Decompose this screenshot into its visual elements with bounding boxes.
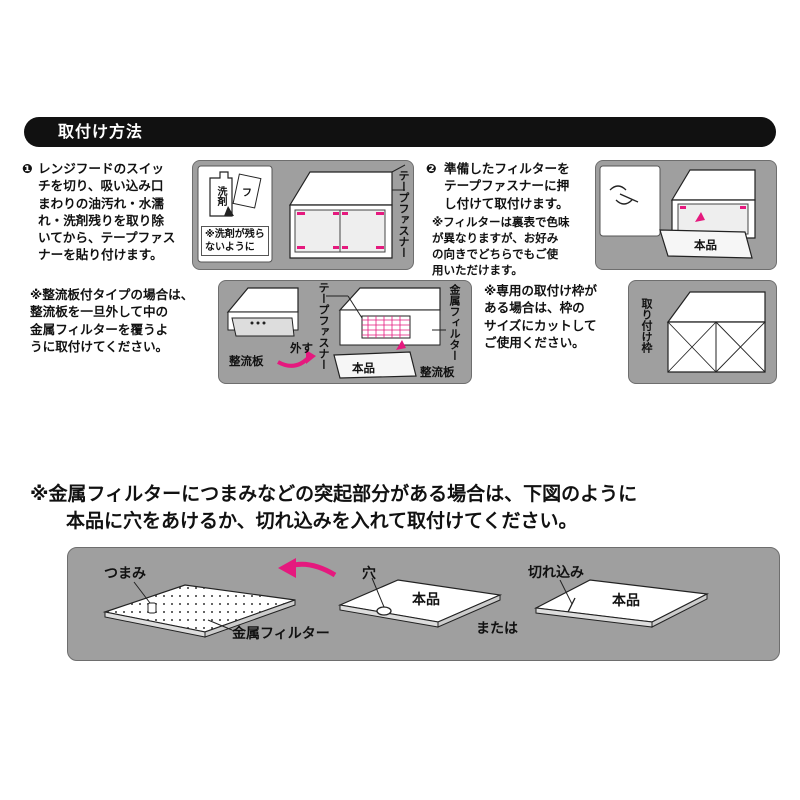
bottom-product-label-2: 本品 (612, 593, 640, 609)
or-label: または (476, 621, 518, 637)
cut-label: 切れ込み (528, 565, 584, 581)
step1-bottle-label: 洗剤 (215, 186, 226, 206)
baffle-label: 整流板 (229, 354, 264, 368)
baffle-label-2: 整流板 (420, 365, 455, 379)
step2-product-label: 本品 (694, 238, 717, 252)
section-title: 取付け方法 (58, 122, 144, 141)
section-header-bar (24, 117, 776, 147)
step1-note: ※洗剤が残ら ないように (201, 226, 269, 256)
baffle-remove-label: 外す (290, 341, 313, 355)
frame-text: ※専用の取付け枠が ある場合は、枠の サイズにカットして ご使用ください。 (484, 283, 597, 350)
step1-number: ❶ (22, 161, 33, 176)
notice-line1: ※金属フィルターにつまみなどの突起部分がある場合は、下図のように (30, 483, 638, 505)
bottom-product-label: 本品 (412, 592, 440, 608)
metal-filter-label: 金属フィルター (232, 626, 330, 642)
frame-label: 取り付け枠 (640, 298, 653, 353)
notice-line2: 本品に穴をあけるか、切れ込みを入れて取付けてください。 (66, 510, 578, 532)
knob-label: つまみ (104, 566, 146, 582)
step2-text: 準備したフィルターを テープファスナーに押 し付けて取付けます。 (444, 161, 570, 211)
baffle-product-label: 本品 (352, 361, 375, 375)
step1-fastener-label: テープファスナー (397, 170, 410, 258)
step2-note: ※フィルターは裏表で色味 が異なりますが、お好み の向きでどちらでもご使 用いた… (432, 215, 570, 277)
baffle-metal-filter-label: 金属フィルター (448, 284, 461, 361)
step2-number: ❷ (426, 161, 437, 176)
baffle-text: ※整流板付タイプの場合は、 整流板を一旦外して中の 金属フィルターを覆うよ うに… (30, 287, 194, 354)
step1-text: レンジフードのスイッ チを切り、吸い込み口 まわりの油汚れ・水濡 れ・洗剤残りを… (38, 161, 176, 263)
step1-sheet-label: フ (242, 188, 252, 199)
hole-label: 穴 (362, 566, 376, 582)
baffle-fastener-label: テープファスナー (317, 282, 330, 370)
